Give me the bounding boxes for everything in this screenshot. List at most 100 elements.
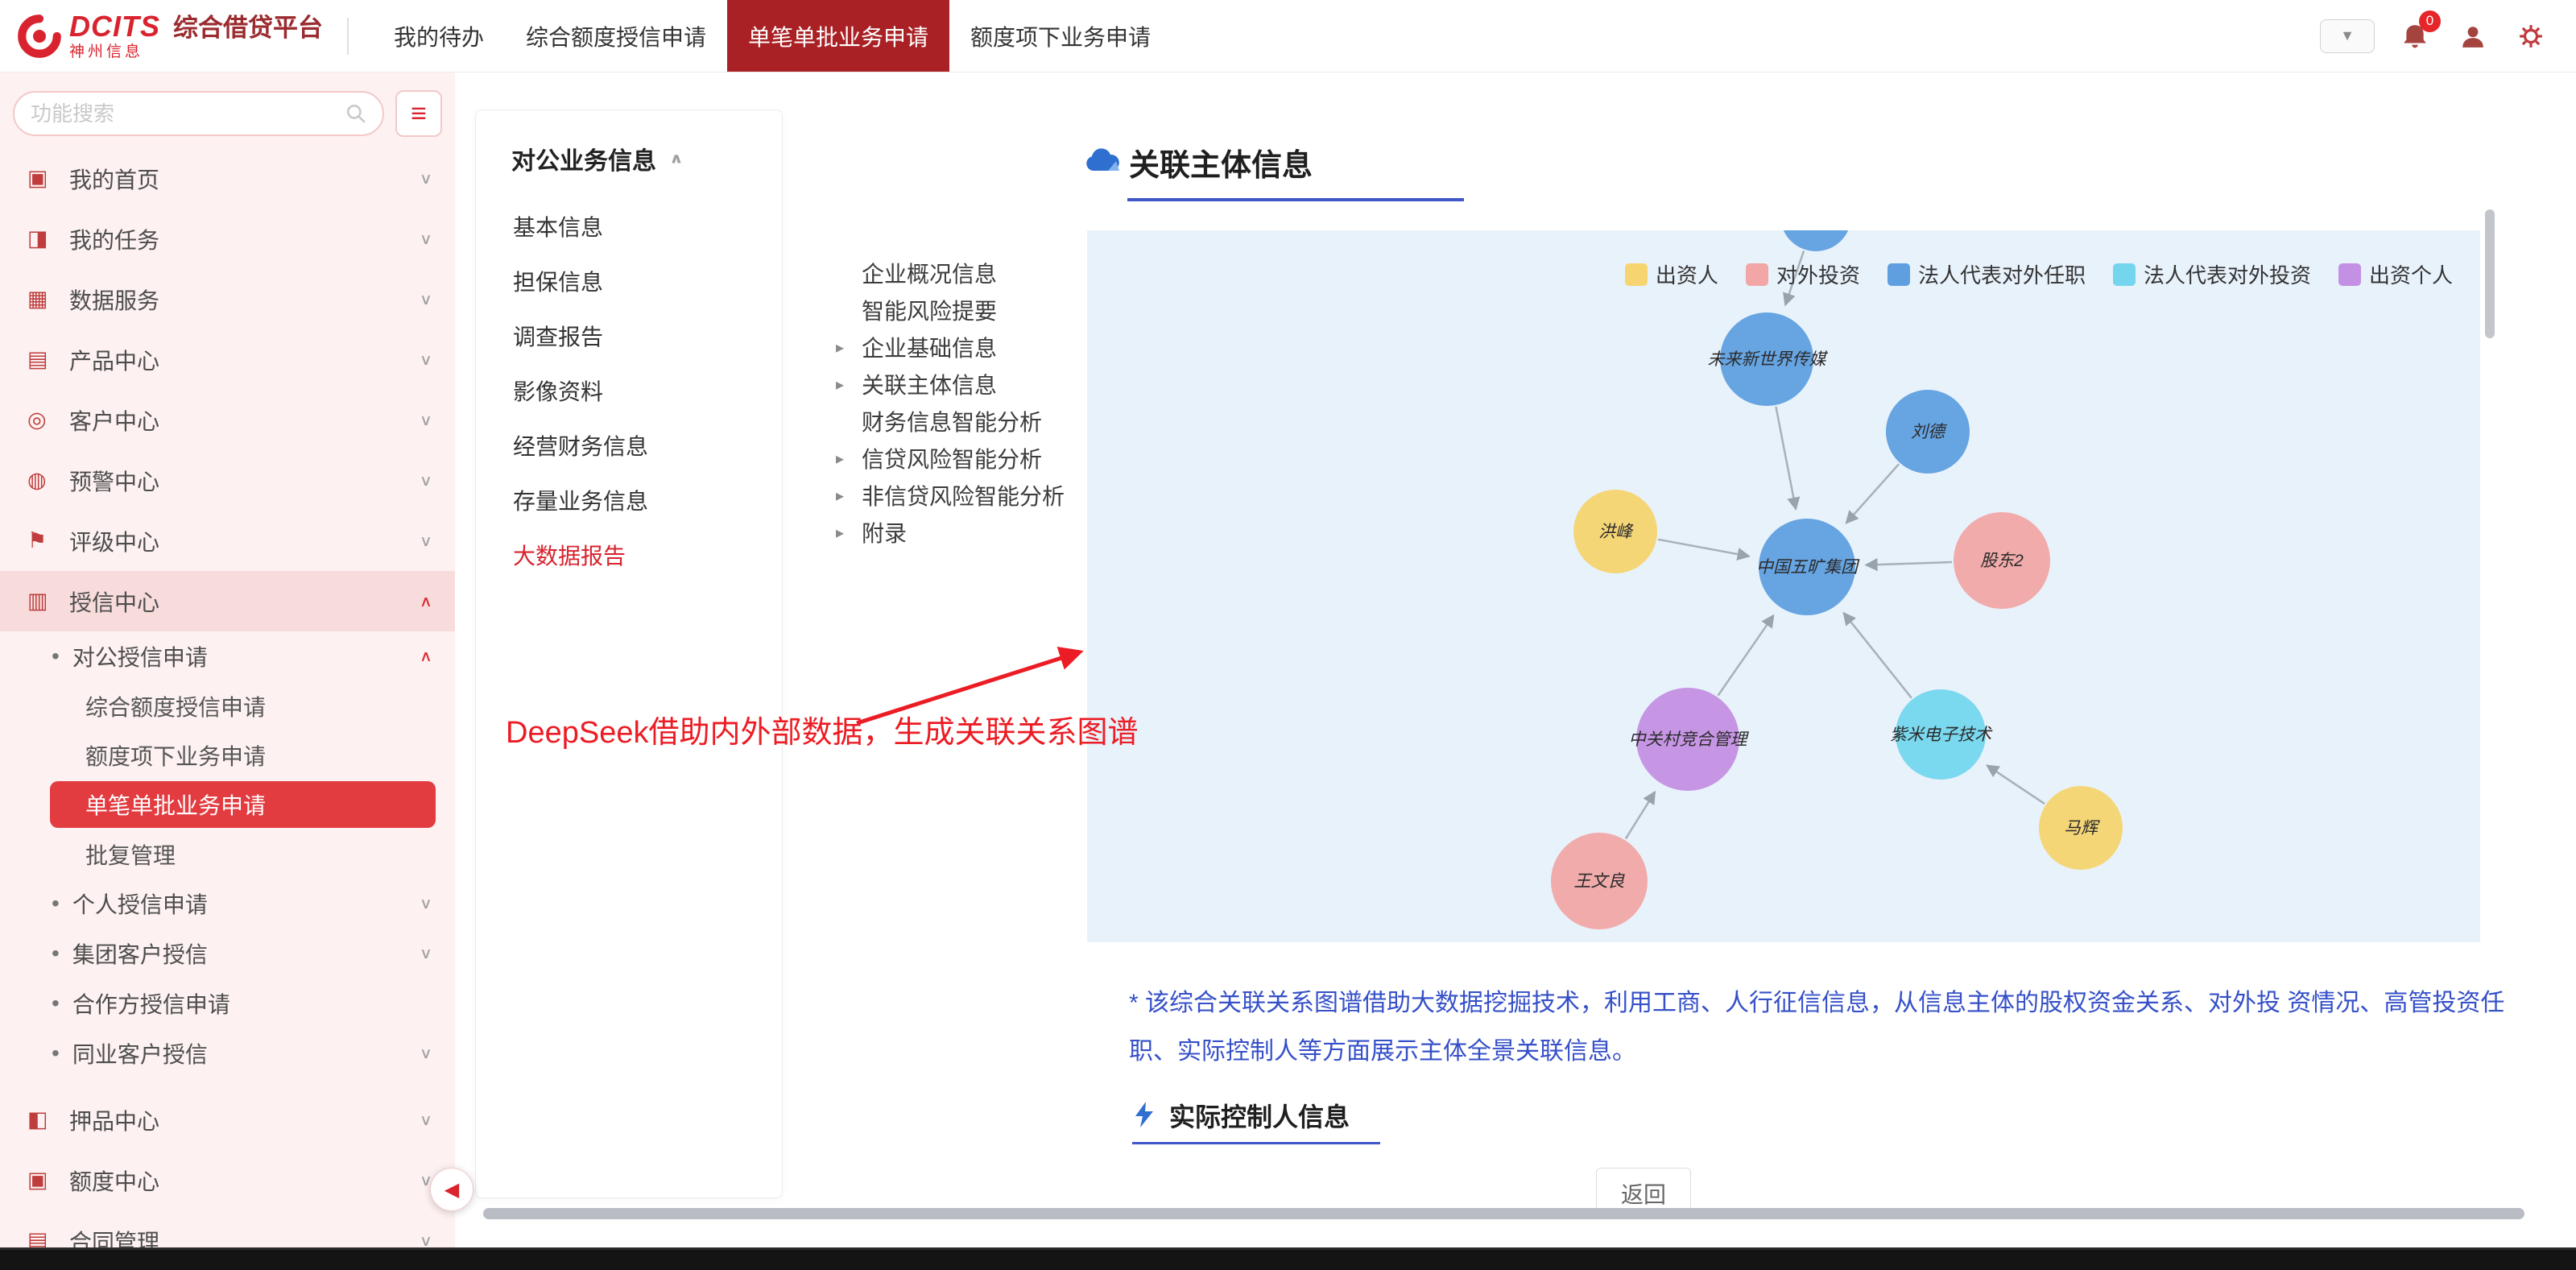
graph-node[interactable]: 紫米电子技术 xyxy=(1890,689,1993,780)
sidebar-item-corporate-credit-apply[interactable]: •对公授信申请∧ xyxy=(0,631,455,681)
sidebar-item-quota-sub-business-apply[interactable]: 额度项下业务申请 xyxy=(0,730,455,780)
graph-node[interactable]: 中关村竞合管理 xyxy=(1629,688,1750,791)
sidebar-item-partner-credit-apply[interactable]: •合作方授信申请 xyxy=(0,978,455,1028)
biz-item-investigation-report[interactable]: 调查报告 xyxy=(513,325,604,350)
sidebar-item-interbank-customer-credit[interactable]: •同业客户授信∨ xyxy=(0,1028,455,1078)
settings-button[interactable] xyxy=(2513,19,2549,54)
sidebar-item-product-center[interactable]: ▤产品中心∨ xyxy=(0,329,455,390)
toc-item-appendix[interactable]: ▸附录 xyxy=(836,514,1065,551)
sidebar-item-label: 同业客户授信 xyxy=(72,1042,208,1067)
toc-item-related-subject-info[interactable]: ▸关联主体信息 xyxy=(836,366,1065,403)
notification-button[interactable]: 0 xyxy=(2397,10,2441,54)
sidebar-item-group-customer-credit[interactable]: •集团客户授信∨ xyxy=(0,929,455,978)
user-button[interactable] xyxy=(2455,19,2491,54)
sidebar-item-quota-center[interactable]: ▣额度中心∨ xyxy=(0,1150,455,1210)
search-input[interactable] xyxy=(31,101,345,126)
sidebar-item-tasks[interactable]: ◨我的任务∨ xyxy=(0,209,455,269)
menu-toggle-button[interactable]: ≡ xyxy=(395,90,442,137)
graph-node[interactable]: 洪峰 xyxy=(1573,490,1657,573)
graph-node-circle[interactable] xyxy=(2039,786,2123,870)
sidebar-item-label: 单笔单批业务申请 xyxy=(85,793,267,818)
graph-node[interactable]: 未来新世界传媒 xyxy=(1708,312,1829,406)
relationship-graph[interactable]: 未来新世界传媒刘德洪峰 中国五旷集团股东2 中关村竞合管理 紫米电子技术王文良 马辉 xyxy=(1087,230,2480,942)
graph-node-label: 刘德 xyxy=(1911,423,1948,441)
business-panel-header[interactable]: 对公业务信息 ∧ xyxy=(476,141,782,199)
horizontal-scrollbar[interactable] xyxy=(483,1208,2524,1219)
graph-node-circle[interactable] xyxy=(1720,312,1813,406)
sidebar-item-single-batch-business-apply[interactable]: 单笔单批业务申请 xyxy=(50,781,436,828)
home-icon: ▣ xyxy=(27,166,48,190)
biz-item-finance-info[interactable]: 经营财务信息 xyxy=(513,434,649,459)
vertical-scrollbar[interactable] xyxy=(2485,209,2495,338)
sidebar-submenu: 综合额度授信申请额度项下业务申请单笔单批业务申请批复管理 xyxy=(0,681,455,879)
graph-edge xyxy=(1624,790,1656,840)
biz-item-bigdata-report[interactable]: 大数据报告 xyxy=(513,544,626,569)
arrow-left-icon: ◀ xyxy=(444,1178,460,1201)
sidebar-collapse-button[interactable]: ◀ xyxy=(430,1168,473,1211)
graph-edge xyxy=(1783,250,1805,307)
toc-item-non-credit-risk-smart-analysis[interactable]: ▸非信贷风险智能分析 xyxy=(836,477,1065,514)
nav-item-quota-sub-business-apply[interactable]: 额度项下业务申请 xyxy=(970,24,1152,50)
collateral-icon: ◧ xyxy=(27,1107,48,1131)
toc-item-credit-risk-smart-analysis[interactable]: ▸信贷风险智能分析 xyxy=(836,440,1065,477)
quota-icon: ▣ xyxy=(27,1168,48,1192)
header-dropdown-button[interactable]: ▼ xyxy=(2320,19,2375,53)
sidebar-item-label: 额度中心 xyxy=(69,1169,160,1194)
legend-item: 出资人 xyxy=(1624,259,1718,289)
graph-node-circle[interactable] xyxy=(1636,688,1739,791)
nav-item-comprehensive-quota-credit-apply[interactable]: 综合额度授信申请 xyxy=(526,24,707,50)
sidebar-item-credit-center[interactable]: ▥授信中心∧ xyxy=(0,571,455,631)
toc-item-finance-smart-analysis[interactable]: 财务信息智能分析 xyxy=(836,403,1065,440)
sidebar-item-customer-center[interactable]: ◎客户中心∨ xyxy=(0,390,455,450)
graph-node[interactable]: 刘德 xyxy=(1886,390,1970,474)
annotation-arrow-icon xyxy=(856,646,1084,726)
sidebar-item-comprehensive-quota-credit-apply[interactable]: 综合额度授信申请 xyxy=(0,681,455,730)
sidebar-item-rating-center[interactable]: ⚑评级中心∨ xyxy=(0,511,455,571)
chevron-down-icon: ∨ xyxy=(419,350,432,368)
legend-key xyxy=(1624,263,1648,286)
nav-item-my-todo[interactable]: 我的待办 xyxy=(394,24,485,50)
biz-item-basic-info[interactable]: 基本信息 xyxy=(513,215,604,240)
sidebar-item-label: 综合额度授信申请 xyxy=(85,694,267,720)
biz-item-existing-business-info[interactable]: 存量业务信息 xyxy=(513,489,649,514)
graph-node-circle[interactable] xyxy=(1896,689,1986,780)
graph-node-circle[interactable] xyxy=(1780,230,1851,251)
sidebar-item-home[interactable]: ▣我的首页∨ xyxy=(0,148,455,209)
sidebar-item-collateral-center[interactable]: ◧押品中心∨ xyxy=(0,1090,455,1150)
sidebar-item-label: 合作方授信申请 xyxy=(72,992,230,1017)
toc-item-company-overview[interactable]: 企业概况信息 xyxy=(836,254,1065,292)
graph-node[interactable]: 王文良 xyxy=(1551,833,1648,929)
sidebar-item-warning-center[interactable]: ◍预警中心∨ xyxy=(0,450,455,511)
graph-node-circle[interactable] xyxy=(1886,390,1970,474)
graph-node-circle[interactable] xyxy=(1573,490,1657,573)
sidebar-item-approval-management[interactable]: 批复管理 xyxy=(0,829,455,879)
brand-name: DCITS xyxy=(69,10,160,43)
biz-item-image-material[interactable]: 影像资料 xyxy=(513,379,604,404)
graph-node[interactable]: 股东2 xyxy=(1954,512,2050,609)
legend-label: 对外投资 xyxy=(1776,263,1860,288)
briefcase-icon: ◨ xyxy=(27,226,48,250)
bullet-icon: • xyxy=(52,1040,60,1065)
sidebar-item-contract-management[interactable]: ▤合同管理∨ xyxy=(0,1210,455,1247)
nav-item-single-batch-business-apply[interactable]: 单笔单批业务申请 xyxy=(727,0,950,72)
biz-item-guarantee-info[interactable]: 担保信息 xyxy=(513,270,604,295)
section-title-related-subjects: 关联主体信息 xyxy=(1129,149,1313,183)
graph-node[interactable]: 中国五旷集团 xyxy=(1756,519,1860,615)
sidebar-item-personal-credit-apply[interactable]: •个人授信申请∨ xyxy=(0,879,455,929)
graph-node-circle[interactable] xyxy=(1954,512,2050,609)
triangle-right-icon: ▸ xyxy=(836,486,845,505)
sidebar-item-label: 评级中心 xyxy=(69,529,160,555)
legend-item: 法人代表对外任职 xyxy=(1887,259,2086,289)
sidebar: ≡ ▣我的首页∨◨我的任务∨▦数据服务∨▤产品中心∨◎客户中心∨◍预警中心∨⚑评… xyxy=(0,72,455,1247)
graph-node-circle[interactable] xyxy=(1759,519,1855,615)
legend-label: 出资个人 xyxy=(2368,263,2453,288)
graph-legend: 出资人对外投资法人代表对外任职法人代表对外投资出资个人 xyxy=(1624,259,2453,289)
triangle-right-icon: ▸ xyxy=(836,523,845,542)
chevron-down-icon: ∨ xyxy=(419,471,432,489)
sidebar-item-data-services[interactable]: ▦数据服务∨ xyxy=(0,269,455,329)
graph-node[interactable] xyxy=(1780,230,1851,251)
toc-item-company-basic-info[interactable]: ▸企业基础信息 xyxy=(836,329,1065,366)
graph-node-circle[interactable] xyxy=(1551,833,1648,929)
toc-item-smart-risk-summary[interactable]: 智能风险提要 xyxy=(836,292,1065,329)
graph-node[interactable]: 马辉 xyxy=(2039,786,2123,870)
